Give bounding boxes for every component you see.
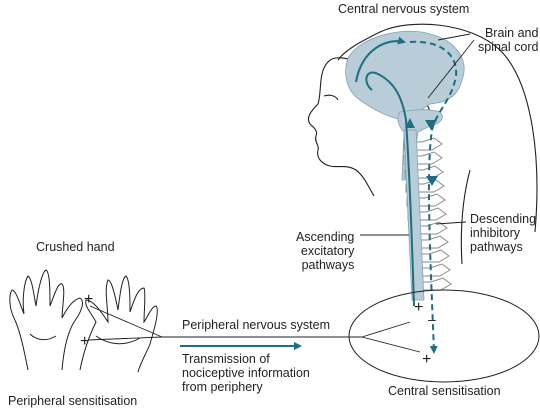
descending-line-2: inhibitory (470, 226, 521, 240)
plus-sign-hand-upper: + (84, 291, 93, 308)
central-nervous-system-label: Central nervous system (338, 2, 470, 16)
ascending-line-3: pathways (301, 258, 355, 272)
plus-sign-ellipse: + (422, 351, 431, 368)
transmission-label: Transmission of nociceptive information … (182, 352, 310, 394)
brain-and-spinal-cord-label: Brain and spinal cord (478, 26, 538, 54)
peripheral-nervous-system-label: Peripheral nervous system (182, 318, 330, 332)
crushed-hand-label: Crushed hand (36, 240, 115, 254)
brain-shape (345, 30, 465, 121)
plus-sign-cord: + (414, 299, 423, 316)
ascending-mid-arrowhead (405, 118, 415, 128)
minus-sign-cord: – (428, 311, 436, 327)
descending-line-3: pathways (470, 240, 523, 254)
crushed-hand-drawing (9, 269, 158, 373)
ascending-line-2: excitatory (300, 244, 355, 258)
brain-and-spinal-cord-line-1: Brain and (484, 26, 539, 40)
leader-lines (87, 33, 475, 353)
descending-mid-arrowhead (425, 120, 437, 130)
transmission-line-1: Transmission of (182, 352, 270, 366)
ascending-top-arrow (355, 36, 406, 83)
descending-line-1: Descending (470, 212, 537, 226)
ascending-line-1: Ascending (296, 230, 355, 244)
ascending-pathways-label: Ascending excitatory pathways (296, 230, 354, 272)
descending-pathways-label: Descending inhibitory pathways (470, 212, 536, 254)
ascending-pathway-arrow (365, 71, 415, 307)
descending-pathway-arrow (409, 40, 458, 354)
plus-sign-hand-lower: + (80, 333, 89, 350)
central-sensitisation-label: Central sensitisation (388, 384, 501, 398)
peripheral-sensitisation-label: Peripheral sensitisation (8, 394, 138, 408)
brain-and-spinal-cord-line-2: spinal cord (478, 40, 539, 54)
central-sensitisation-ellipse (348, 289, 540, 383)
transmission-line-2: nociceptive information (182, 366, 310, 380)
descending-low-arrowhead (426, 176, 438, 186)
transmission-line-3: from periphery (182, 380, 263, 394)
